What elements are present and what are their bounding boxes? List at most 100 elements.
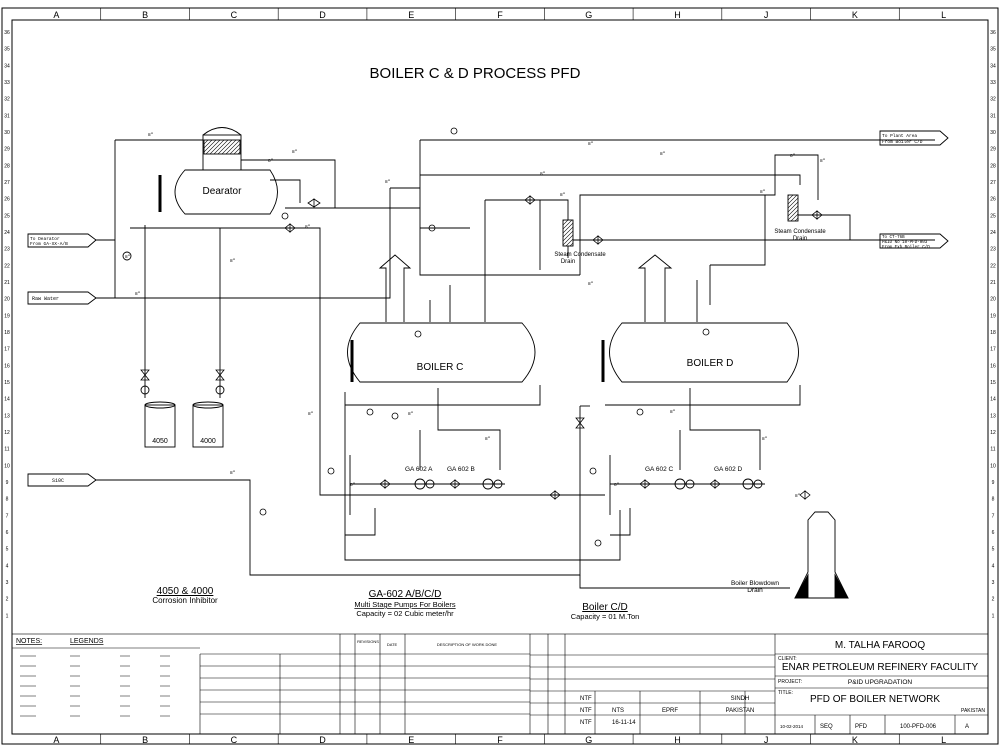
grid-row-label: 24 [4, 230, 10, 236]
grid-col-label: B [142, 10, 148, 20]
grid-row-label: 6 [992, 530, 995, 536]
line-size-label: 8" [305, 224, 311, 230]
label-tank-4050: 4050 [152, 438, 168, 445]
inlet-arrow-raw-water [27, 291, 97, 305]
grid-col-label: D [319, 10, 326, 20]
grid-row-label: 10 [4, 463, 10, 469]
grid-row-label: 36 [4, 30, 10, 36]
label-tank-4000: 4000 [200, 438, 216, 445]
line-size-label: 8" [125, 254, 131, 260]
grid-col-label: E [408, 10, 414, 20]
grid-row-label: 32 [990, 97, 996, 103]
grid-row-label: 26 [990, 197, 996, 203]
line-size-label: 8" [760, 189, 766, 195]
line-size-label: 8" [485, 436, 491, 442]
tb-dwg-no: 100-PFD-006 [900, 724, 937, 730]
grid-col-label: H [674, 10, 681, 20]
grid-row-label: 28 [990, 163, 996, 169]
grid-row-label: 2 [992, 597, 995, 603]
tb-drawing-title: PFD OF BOILER NETWORK [810, 694, 940, 705]
tb-checked: NTF [580, 708, 592, 714]
grid-row-label: 35 [4, 47, 10, 53]
grid-col-label: A [53, 10, 59, 20]
grid-row-label: 9 [992, 480, 995, 486]
grid-row-label: 23 [4, 247, 10, 253]
grid-row-label: 15 [990, 380, 996, 386]
grid-row-label: 19 [990, 313, 996, 319]
line-size-label: 8" [660, 151, 666, 157]
drawing-title: BOILER C & D PROCESS PFD [370, 65, 581, 82]
grid-row-label: 17 [4, 347, 10, 353]
tb-eprf: EPRF [662, 708, 678, 714]
tb-date: DATE [387, 642, 398, 647]
grid-row-label: 18 [990, 330, 996, 336]
grid-row-label: 25 [4, 213, 10, 219]
steam-condensate-drain-2 [787, 194, 799, 222]
label-to-plant-b: From Boiler C/D [882, 139, 923, 145]
grid-row-label: 5 [6, 547, 9, 553]
grid-row-label: 13 [4, 413, 10, 419]
grid-row-label: 7 [6, 513, 9, 519]
grid-col-label: G [585, 10, 592, 20]
tb-seq: SEQ [820, 724, 833, 730]
grid-col-label: L [941, 735, 946, 745]
outlet-arrow-plant [879, 130, 949, 146]
grid-row-label: 21 [990, 280, 996, 286]
note-boiler-sub: Capacity = 01 M.Ton [571, 612, 640, 621]
label-boiler-d: BOILER D [687, 358, 734, 369]
grid-row-label: 19 [4, 313, 10, 319]
grid-col-label: K [852, 10, 858, 20]
pump-602b-symbol [482, 478, 503, 490]
grid-row-label: 1 [992, 613, 995, 619]
grid-row-label: 9 [6, 480, 9, 486]
tb-approved: NTF [580, 720, 592, 726]
inhibitor-tank-4050 [144, 401, 176, 448]
note-boiler-title: Boiler C/D [582, 602, 628, 613]
label-to-ct-c: From Exh Boiler C/D [882, 245, 930, 250]
label-drain-2a: Steam Condensate [774, 229, 826, 235]
deaerator-vessel [158, 127, 278, 215]
grid-row-label: 34 [4, 63, 10, 69]
tb-title-label: TITLE: [778, 690, 793, 696]
outer-frame [1, 7, 999, 745]
line-size-label: 8" [762, 436, 768, 442]
grid-row-label: 23 [990, 247, 996, 253]
grid-col-label: J [764, 735, 769, 745]
dosing-pumps [122, 251, 225, 395]
grid-row-label: 13 [990, 413, 996, 419]
line-size-label: 8" [292, 149, 298, 155]
note-inhibitor-sub: Corrosion Inhibitor [152, 596, 218, 605]
grid-row-label: 10 [990, 463, 996, 469]
grid-row-label: 27 [4, 180, 10, 186]
label-to-ct-a: To CT-76B [882, 236, 905, 240]
label-to-ct-b: P&ID No 10-PFD-003 [882, 241, 928, 245]
grid-row-label: 2 [6, 597, 9, 603]
label-boiler-c: BOILER C [417, 362, 464, 373]
grid-row-label: 35 [990, 47, 996, 53]
grid-row-label: 6 [6, 530, 9, 536]
grid-row-label: 4 [6, 563, 9, 569]
label-inlet-s10c: S10C [52, 478, 64, 484]
tb-rev-num: 10-02-2014 [780, 724, 804, 729]
label-pump-602b: GA 602 B [447, 466, 475, 473]
line-size-label: 8" [308, 411, 314, 417]
line-size-label: 8" [148, 132, 154, 138]
grid-row-label: 14 [4, 397, 10, 403]
line-size-label: 8" [670, 409, 676, 415]
line-size-labels: 8"8"8"8"8"8"8"8"8"8"8"8"8"8"8"8"8"8"8"8"… [125, 132, 826, 499]
grid-col-label: L [941, 10, 946, 20]
boiler-d-stack [637, 254, 673, 322]
grid-col-label: D [319, 735, 326, 745]
grid-row-label: 17 [990, 347, 996, 353]
grid-row-label: 3 [992, 580, 995, 586]
outlet-arrow-ct [879, 233, 949, 249]
line-size-label: 8" [560, 192, 566, 198]
note-inhibitor-title: 4050 & 4000 [157, 586, 214, 597]
grid-row-label: 27 [990, 180, 996, 186]
tb-revisions: REVISIONS [357, 639, 379, 644]
grid-row-label: 4 [992, 563, 995, 569]
